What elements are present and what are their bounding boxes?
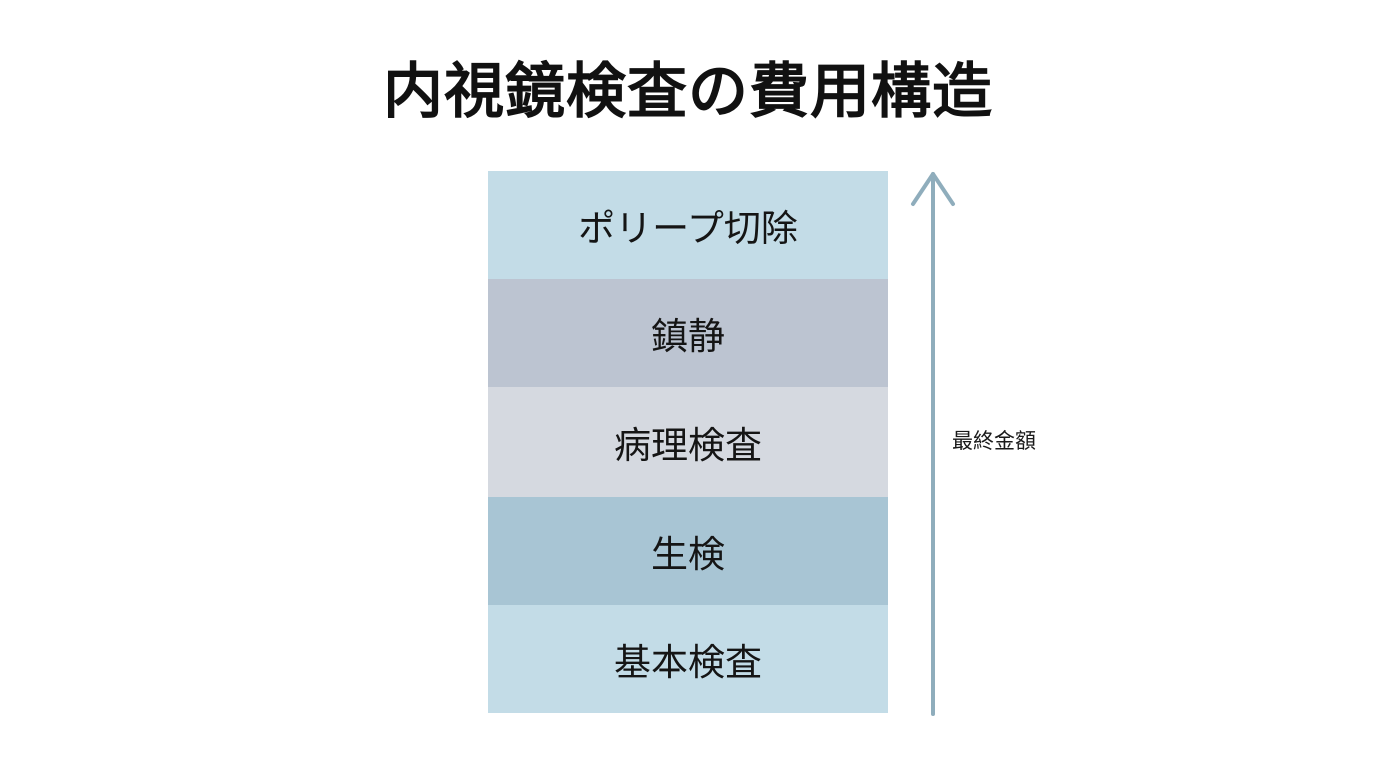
up-arrow-icon [908,168,958,716]
layer-label: ポリープ切除 [578,207,798,250]
page-title: 内視鏡検査の費用構造 [383,57,993,127]
final-amount-label: 最終金額 [952,429,1036,453]
layer-label: 基本検査 [614,641,762,684]
layer-basic-exam: 基本検査 [488,605,888,713]
layer-label: 鎮静 [651,315,725,358]
layer-label: 生検 [651,533,725,576]
layer-sedation: 鎮静 [488,279,888,387]
layer-label: 病理検査 [614,424,762,467]
layer-pathology: 病理検査 [488,387,888,497]
cost-stack: ポリープ切除 鎮静 病理検査 生検 基本検査 [488,171,888,713]
layer-polyp-removal: ポリープ切除 [488,171,888,279]
layer-biopsy: 生検 [488,497,888,605]
